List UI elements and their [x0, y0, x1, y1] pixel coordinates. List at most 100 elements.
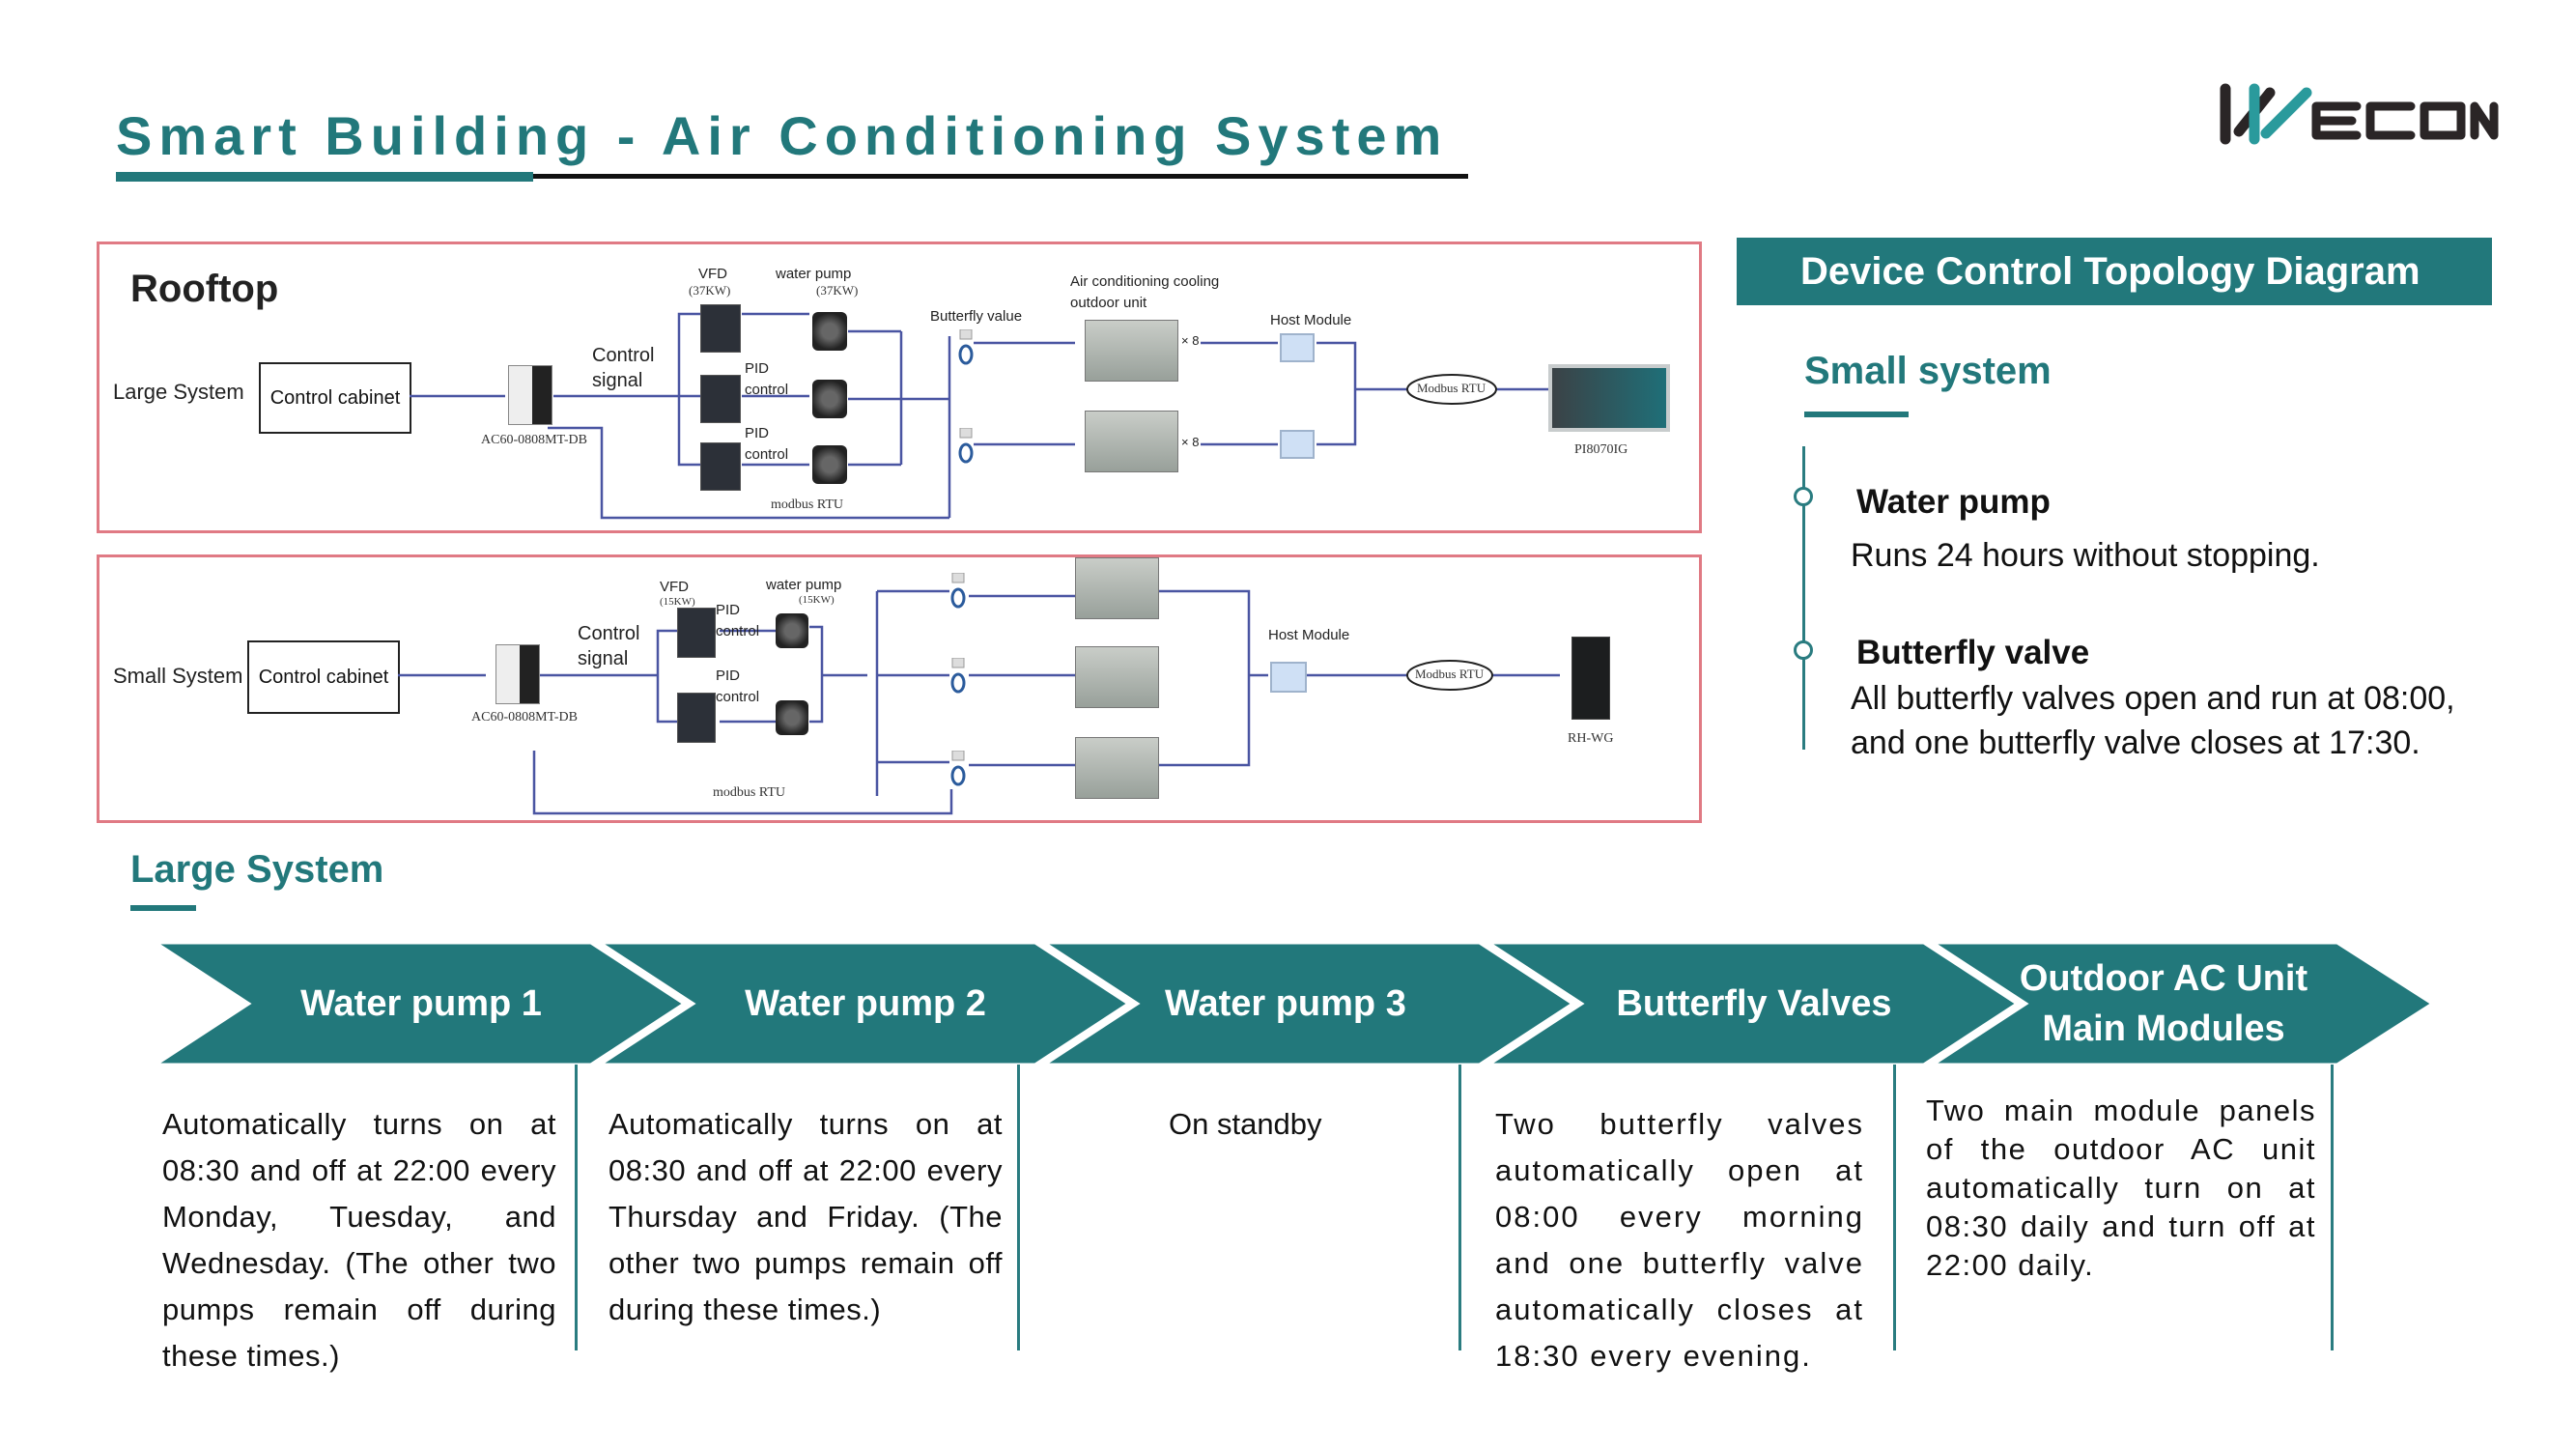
- butterfly-valve-note-text: All butterfly valves open and run at 08:…: [1851, 680, 2455, 761]
- modbus-rtu-bubble-label: Modbus RTU: [1417, 381, 1486, 395]
- butterfly-valve-3-icon: [950, 751, 966, 786]
- small-system-heading: Small system: [1804, 350, 2052, 392]
- water-pump-note-title: Water pump: [1856, 483, 2051, 521]
- step-text-water-pump-1: Automatically turns on at 08:30 and off …: [162, 1107, 556, 1373]
- gateway-device-image: [1571, 637, 1610, 720]
- control-signal-label: Control signal: [578, 623, 640, 669]
- chevron-step-1: [144, 939, 691, 1068]
- hmi-screen-image: [1548, 364, 1670, 432]
- modbus-rtu-bubble-label: Modbus RTU: [1415, 667, 1485, 681]
- topology-header-text: Device Control Topology Diagram: [1800, 249, 2420, 293]
- small-system-label: Small System: [113, 664, 243, 688]
- step-label-water-pump-1: Water pump 1: [300, 983, 542, 1024]
- vfd-1-image: [700, 304, 741, 353]
- vfd-2-image: [677, 693, 716, 743]
- wecon-logo: [2220, 83, 2499, 145]
- vfd-label: VFD: [698, 266, 727, 282]
- timeline-dot: [1794, 487, 1813, 506]
- step-text-water-pump-2: Automatically turns on at 08:30 and off …: [609, 1107, 1003, 1326]
- plc-device-image: [508, 365, 552, 425]
- chevron-step-3: [1033, 939, 1579, 1068]
- chevron-step-2: [588, 939, 1135, 1068]
- multiplier-label-2: × 8: [1181, 435, 1200, 449]
- host-module-1-image: [1280, 333, 1315, 362]
- outdoor-ac-unit-1-image: [1075, 557, 1159, 619]
- water-pump-label: water pump: [776, 266, 852, 282]
- host-module-label: Host Module: [1270, 312, 1352, 328]
- timeline-line: [1802, 446, 1805, 750]
- plc-model-label: AC60-0808MT-DB: [481, 433, 587, 447]
- host-module-label: Host Module: [1268, 627, 1350, 643]
- step-text-outdoor-ac: Two main module panels of the outdoor AC…: [1926, 1094, 2316, 1282]
- outdoor-ac-unit-2-image: [1075, 646, 1159, 708]
- wiring-lines: [410, 312, 1548, 520]
- control-cabinet-label: Control cabinet: [258, 666, 389, 688]
- vfd-power-label: (37KW): [689, 283, 731, 298]
- wiring-lines: [398, 589, 1560, 815]
- small-system-underline: [1804, 412, 1909, 417]
- water-pump-power-label: (37KW): [816, 283, 859, 298]
- large-system-underline: [130, 905, 196, 911]
- vfd-3-image: [700, 442, 741, 491]
- chevron-step-5: [1921, 939, 2439, 1068]
- modbus-rtu-label: modbus RTU: [771, 497, 843, 512]
- topology-header: Device Control Topology Diagram: [1737, 238, 2492, 305]
- host-module-image: [1270, 662, 1307, 693]
- large-system-label: Large System: [113, 380, 244, 404]
- butterfly-valve-label: Butterfly value: [930, 308, 1023, 325]
- column-divider: [1893, 1065, 1896, 1350]
- pid-control-label-1: PID control: [716, 602, 760, 639]
- hmi-model-label: PI8070IG: [1574, 442, 1628, 457]
- column-divider: [2331, 1065, 2334, 1350]
- column-divider: [1458, 1065, 1461, 1350]
- butterfly-valve-1-icon: [950, 573, 966, 609]
- plc-device-image: [495, 644, 540, 704]
- vfd-2-image: [700, 375, 741, 423]
- butterfly-valve-2-icon: [958, 428, 974, 464]
- pid-control-label-2: PID control: [716, 668, 760, 705]
- water-pump-label: water pump: [766, 577, 842, 593]
- chevron-step-4: [1477, 939, 2024, 1068]
- rooftop-large-system-diagram: Rooftop Large System Control cabinet AC6…: [97, 242, 1702, 533]
- butterfly-valve-1-icon: [958, 329, 974, 365]
- rooftop-label: Rooftop: [130, 268, 279, 310]
- water-pump-note-text: Runs 24 hours without stopping.: [1851, 537, 2320, 574]
- control-signal-label: Control signal: [592, 345, 655, 391]
- step-label-outdoor-ac: Outdoor AC Unit Main Modules: [2019, 958, 2308, 1049]
- water-pump-2-image: [776, 700, 808, 735]
- column-divider: [1017, 1065, 1020, 1350]
- large-system-heading: Large System: [130, 848, 384, 891]
- step-label-water-pump-3: Water pump 3: [1165, 983, 1406, 1024]
- gateway-model-label: RH-WG: [1568, 731, 1614, 746]
- control-cabinet-box: Control cabinet: [247, 640, 400, 714]
- host-module-2-image: [1280, 430, 1315, 459]
- plc-model-label: AC60-0808MT-DB: [471, 710, 578, 724]
- butterfly-valve-note-title: Butterfly valve: [1856, 634, 2090, 671]
- title-underline-accent: [116, 172, 533, 182]
- outdoor-ac-unit-1-image: [1085, 320, 1178, 382]
- vfd-1-image: [677, 608, 716, 658]
- step-text-butterfly-valves: Two butterfly valves automatically open …: [1495, 1107, 1864, 1373]
- pid-control-label-2: PID control: [745, 425, 789, 463]
- control-cabinet-label: Control cabinet: [269, 386, 401, 409]
- multiplier-label-1: × 8: [1181, 333, 1200, 348]
- outdoor-ac-unit-2-image: [1085, 411, 1178, 472]
- water-pump-2-image: [812, 380, 847, 418]
- step-label-butterfly-valves: Butterfly Valves: [1616, 983, 1892, 1024]
- water-pump-1-image: [812, 312, 847, 351]
- page-title: Smart Building - Air Conditioning System: [116, 105, 1449, 166]
- timeline-dot: [1794, 640, 1813, 660]
- step-text-water-pump-3: On standby: [1169, 1107, 1322, 1141]
- pid-control-label-1: PID control: [745, 360, 789, 398]
- water-pump-3-image: [812, 445, 847, 484]
- water-pump-power-label: (15KW): [799, 594, 835, 606]
- small-system-diagram: Small System Control cabinet AC60-0808MT…: [97, 554, 1702, 823]
- outdoor-unit-label: Air conditioning cooling outdoor unit: [1070, 273, 1220, 311]
- title-underline: [533, 174, 1468, 179]
- water-pump-1-image: [776, 613, 808, 648]
- modbus-rtu-label: modbus RTU: [713, 785, 785, 800]
- outdoor-ac-unit-3-image: [1075, 737, 1159, 799]
- control-cabinet-box: Control cabinet: [259, 362, 411, 434]
- vfd-label: VFD: [660, 579, 689, 595]
